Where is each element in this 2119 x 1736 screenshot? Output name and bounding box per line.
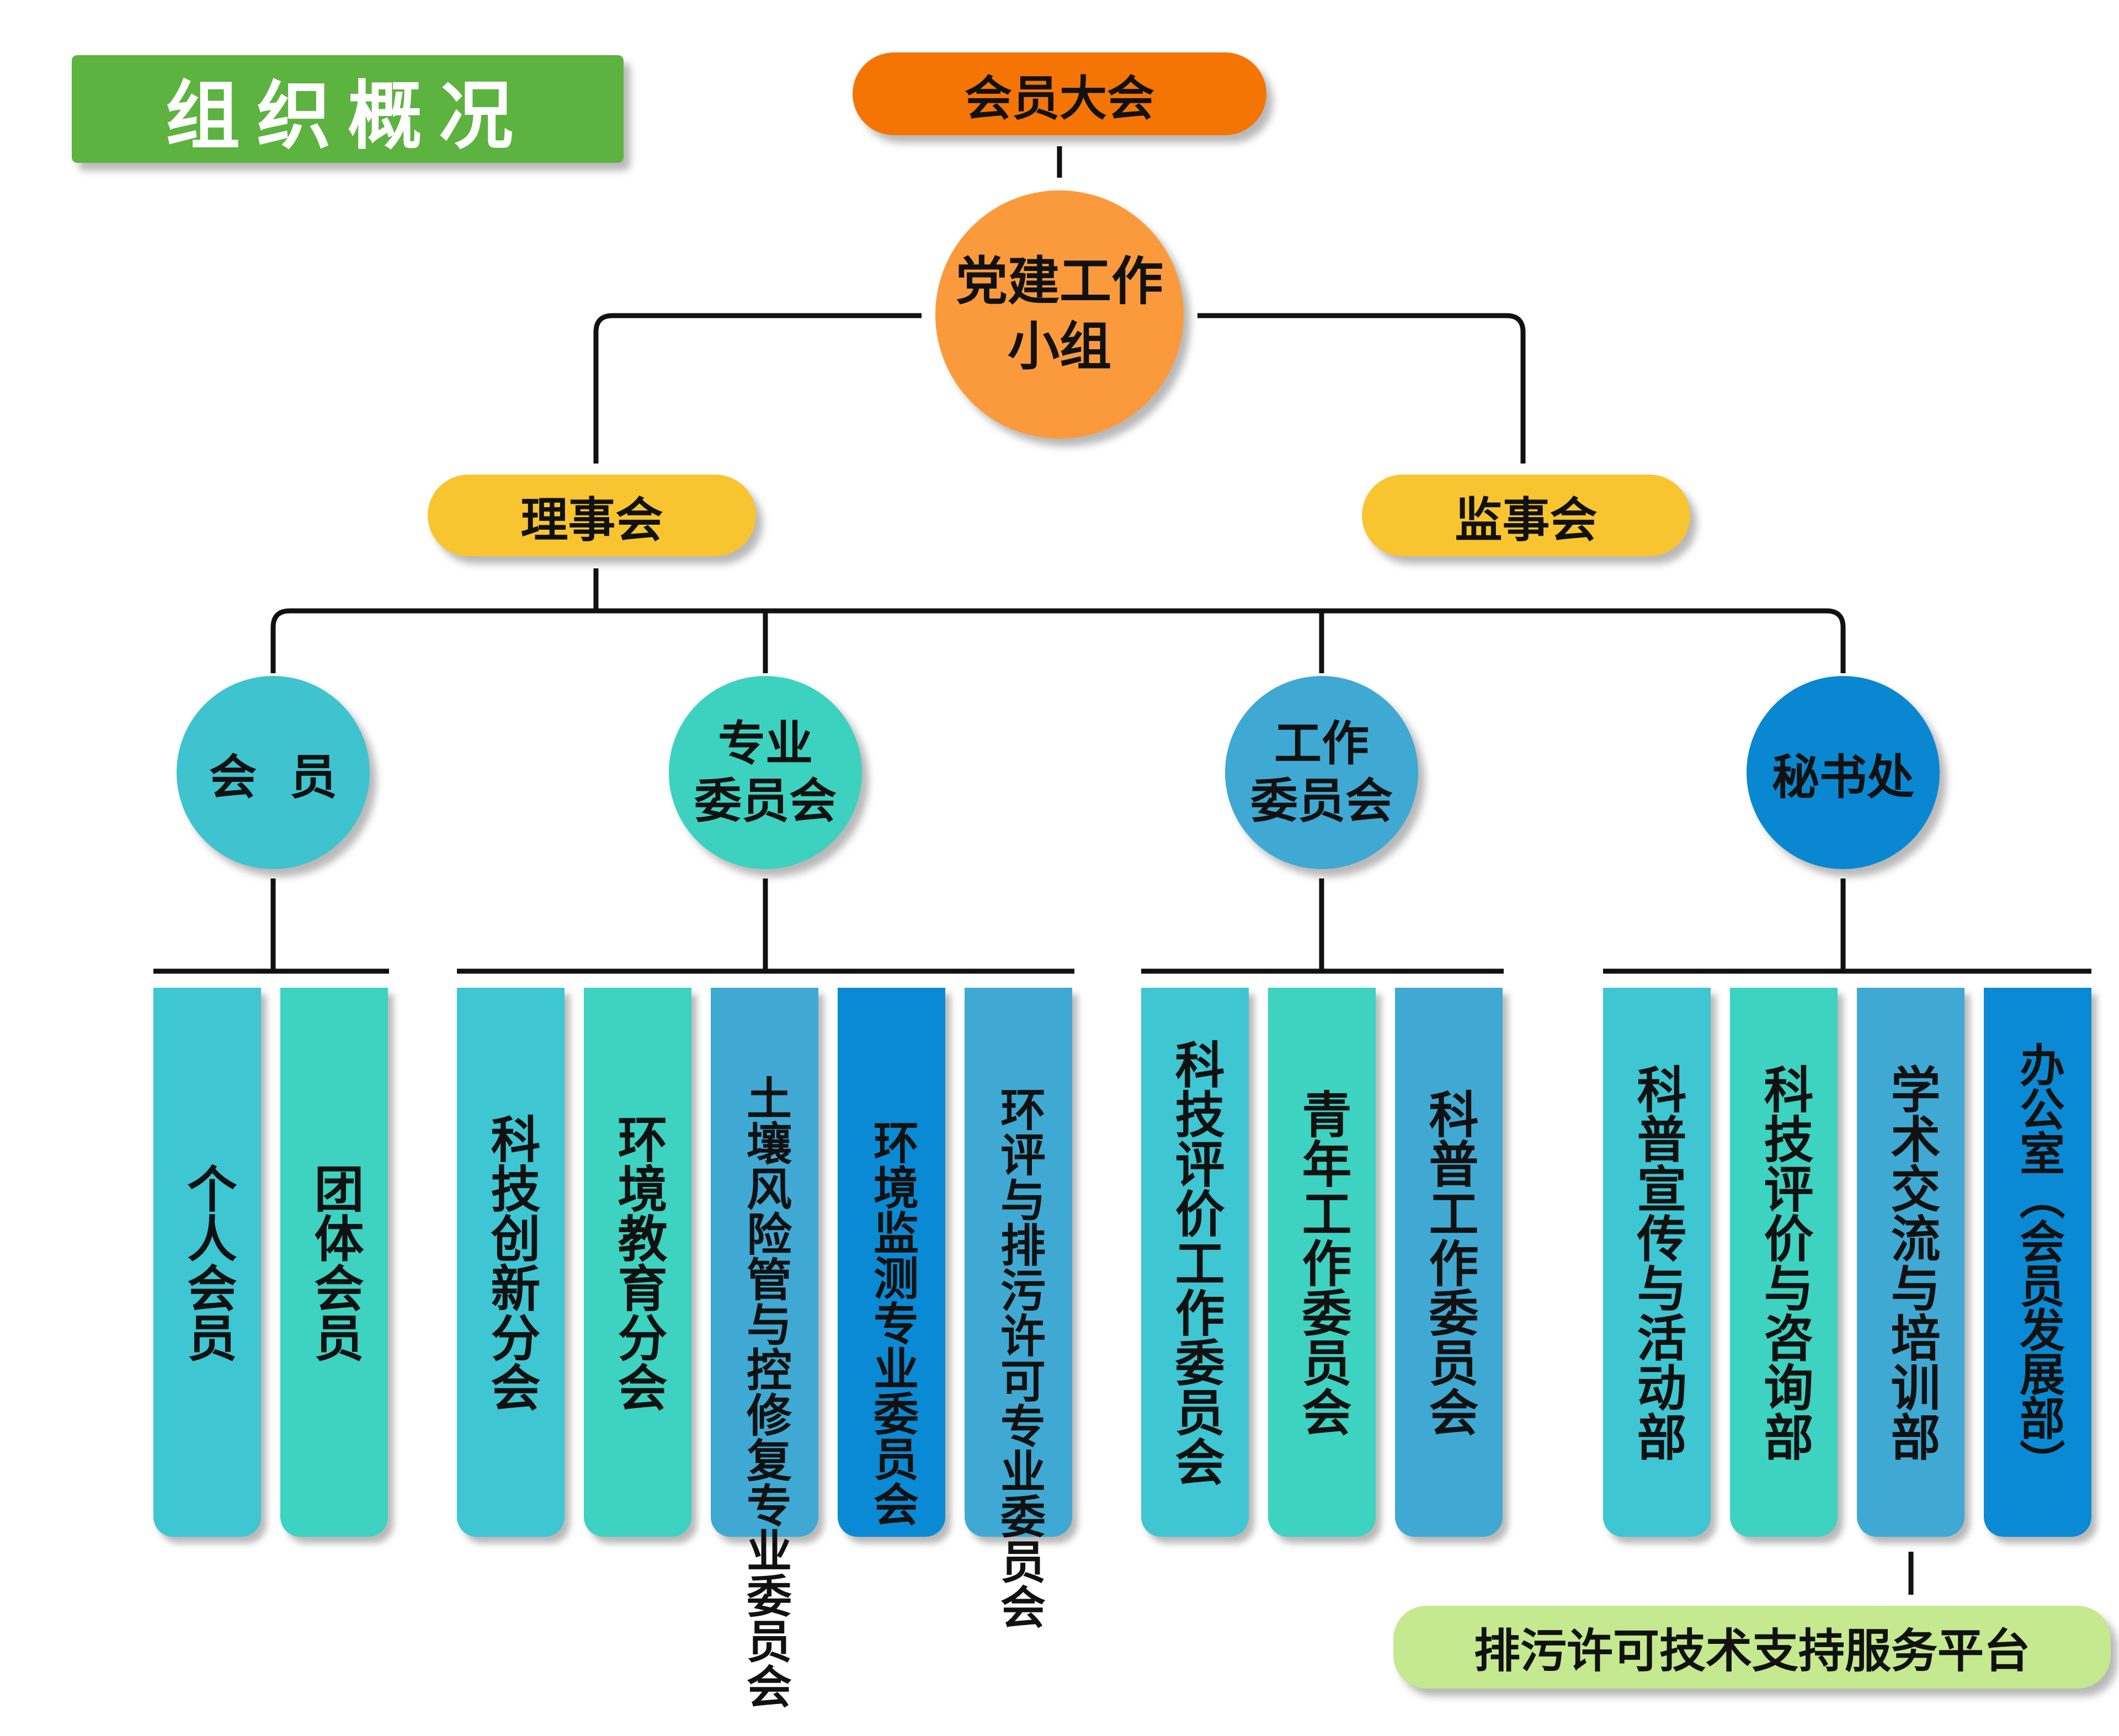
council-node: 理事会 (428, 475, 756, 556)
unit-label: 学术交流与培训部 (1882, 1063, 1940, 1461)
unit-label: 个人会员 (178, 1163, 237, 1362)
unit-label: 青年工作委员会 (1293, 1088, 1351, 1436)
unit-label: 环境教育分会 (609, 1113, 667, 1412)
unit-column: 科普工作委员会 (1395, 988, 1503, 1537)
unit-label: 科普宣传与活动部 (1628, 1063, 1686, 1461)
unit-label: 办公室（会员发展部） (2011, 1041, 2064, 1483)
unit-column: 学术交流与培训部 (1857, 988, 1964, 1537)
unit-column: 科普宣传与活动部 (1603, 988, 1711, 1537)
unit-column: 个人会员 (153, 988, 261, 1537)
unit-label: 科技创新分会 (482, 1113, 540, 1412)
unit-label: 科技评价工作委员会 (1166, 1039, 1224, 1486)
unit-column: 青年工作委员会 (1268, 988, 1376, 1537)
group-working-committee-node: 工作 委员会 (1225, 676, 1418, 869)
unit-column: 土壤风险管与控修复专业委员会 (711, 988, 818, 1708)
unit-column: 科技创新分会 (457, 988, 565, 1537)
unit-column: 团体会员 (280, 988, 388, 1537)
unit-label: 团体会员 (305, 1163, 364, 1362)
unit-label: 土壤风险管与控修复专业委员会 (738, 1074, 791, 1708)
unit-column: 环境监测专业委员会 (838, 988, 945, 1537)
unit-column: 办公室（会员发展部） (1984, 988, 2091, 1537)
unit-label: 科技评价与咨询部 (1755, 1063, 1813, 1461)
unit-label: 环评与排污许可专业委员会 (992, 1085, 1045, 1629)
supervisory-board-node: 监事会 (1362, 475, 1690, 556)
unit-label: 环境监测专业委员会 (865, 1119, 918, 1526)
group-secretariat-node: 秘书处 (1747, 676, 1940, 869)
unit-column: 环评与排污许可专业委员会 (965, 988, 1072, 1629)
group-members-node: 会 员 (177, 676, 370, 869)
party-group-node: 党建工作 小组 (935, 190, 1184, 439)
general-assembly-node: 会员大会 (853, 52, 1266, 135)
unit-column: 科技评价与咨询部 (1730, 988, 1838, 1537)
unit-label: 科普工作委员会 (1420, 1088, 1478, 1436)
group-professional-committee-node: 专业 委员会 (669, 676, 862, 869)
unit-column: 科技评价工作委员会 (1141, 988, 1249, 1537)
unit-column: 环境教育分会 (584, 988, 691, 1537)
platform-node: 排污许可技术支持服务平台 (1393, 1606, 2111, 1689)
page-title-banner: 组织概况 (72, 55, 624, 163)
